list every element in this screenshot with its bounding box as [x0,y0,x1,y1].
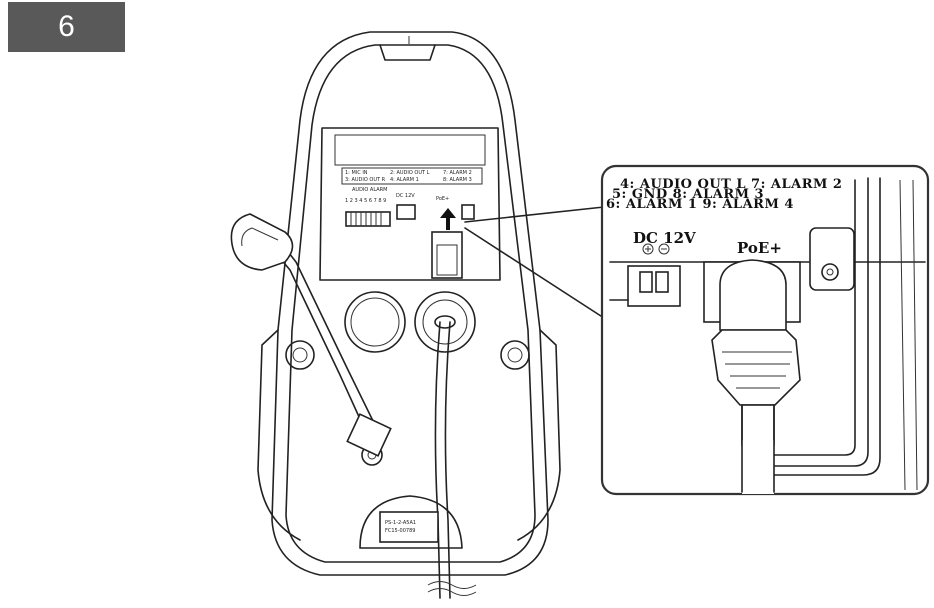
dc-label-small: DC 12V [396,193,415,199]
zoom-terminal-line-3: 6: ALARM 1 9: ALARM 4 [606,197,794,212]
plate-label-line1: PS-1-2-A5A1 [385,520,416,526]
zoom-callout-lines [464,206,605,319]
zoom-dc-label: DC 12V [633,229,696,247]
terminal-label-3: 3: AUDIO OUT R [345,177,386,183]
terminal-label-5: 7: ALARM 2 [443,170,472,176]
audio-alarm-label: AUDIO ALARM [352,187,387,193]
zoom-terminal-line-2: 5: GND 8: ALARM 3 [612,187,764,202]
zoom-inset: 4: AUDIO OUT L 7: ALARM 2 5: GND 8: ALAR… [600,164,930,496]
ground-wire-tool [230,213,392,457]
pin-numbers-label: 1 2 3 4 5 6 7 8 9 [345,198,386,204]
ethernet-cable [427,321,477,599]
mounting-screws [285,340,530,466]
camera-housing [257,31,561,576]
terminal-label-2: 2: AUDIO OUT L [390,170,430,176]
zoom-terminal-line-1: 4: AUDIO OUT L 7: ALARM 2 [620,177,842,192]
bottom-plate: PS-1-2-A5A1 FC15-00789 [359,495,463,549]
connector-compartment: 1: MIC IN 2: AUDIO OUT L 3: AUDIO OUT R … [319,127,501,281]
zoom-poe-label: PoE+ [737,239,782,257]
terminal-label-6: 8: ALARM 3 [443,177,472,183]
cable-glands [344,291,476,353]
step-number-badge: 6 [8,2,125,52]
plate-label-line2: FC15-00789 [385,528,415,534]
poe-label-small: PoE+ [436,196,449,202]
terminal-label-1: 1: MIC IN [345,170,368,176]
terminal-label-4: 4: ALARM 1 [390,177,419,183]
